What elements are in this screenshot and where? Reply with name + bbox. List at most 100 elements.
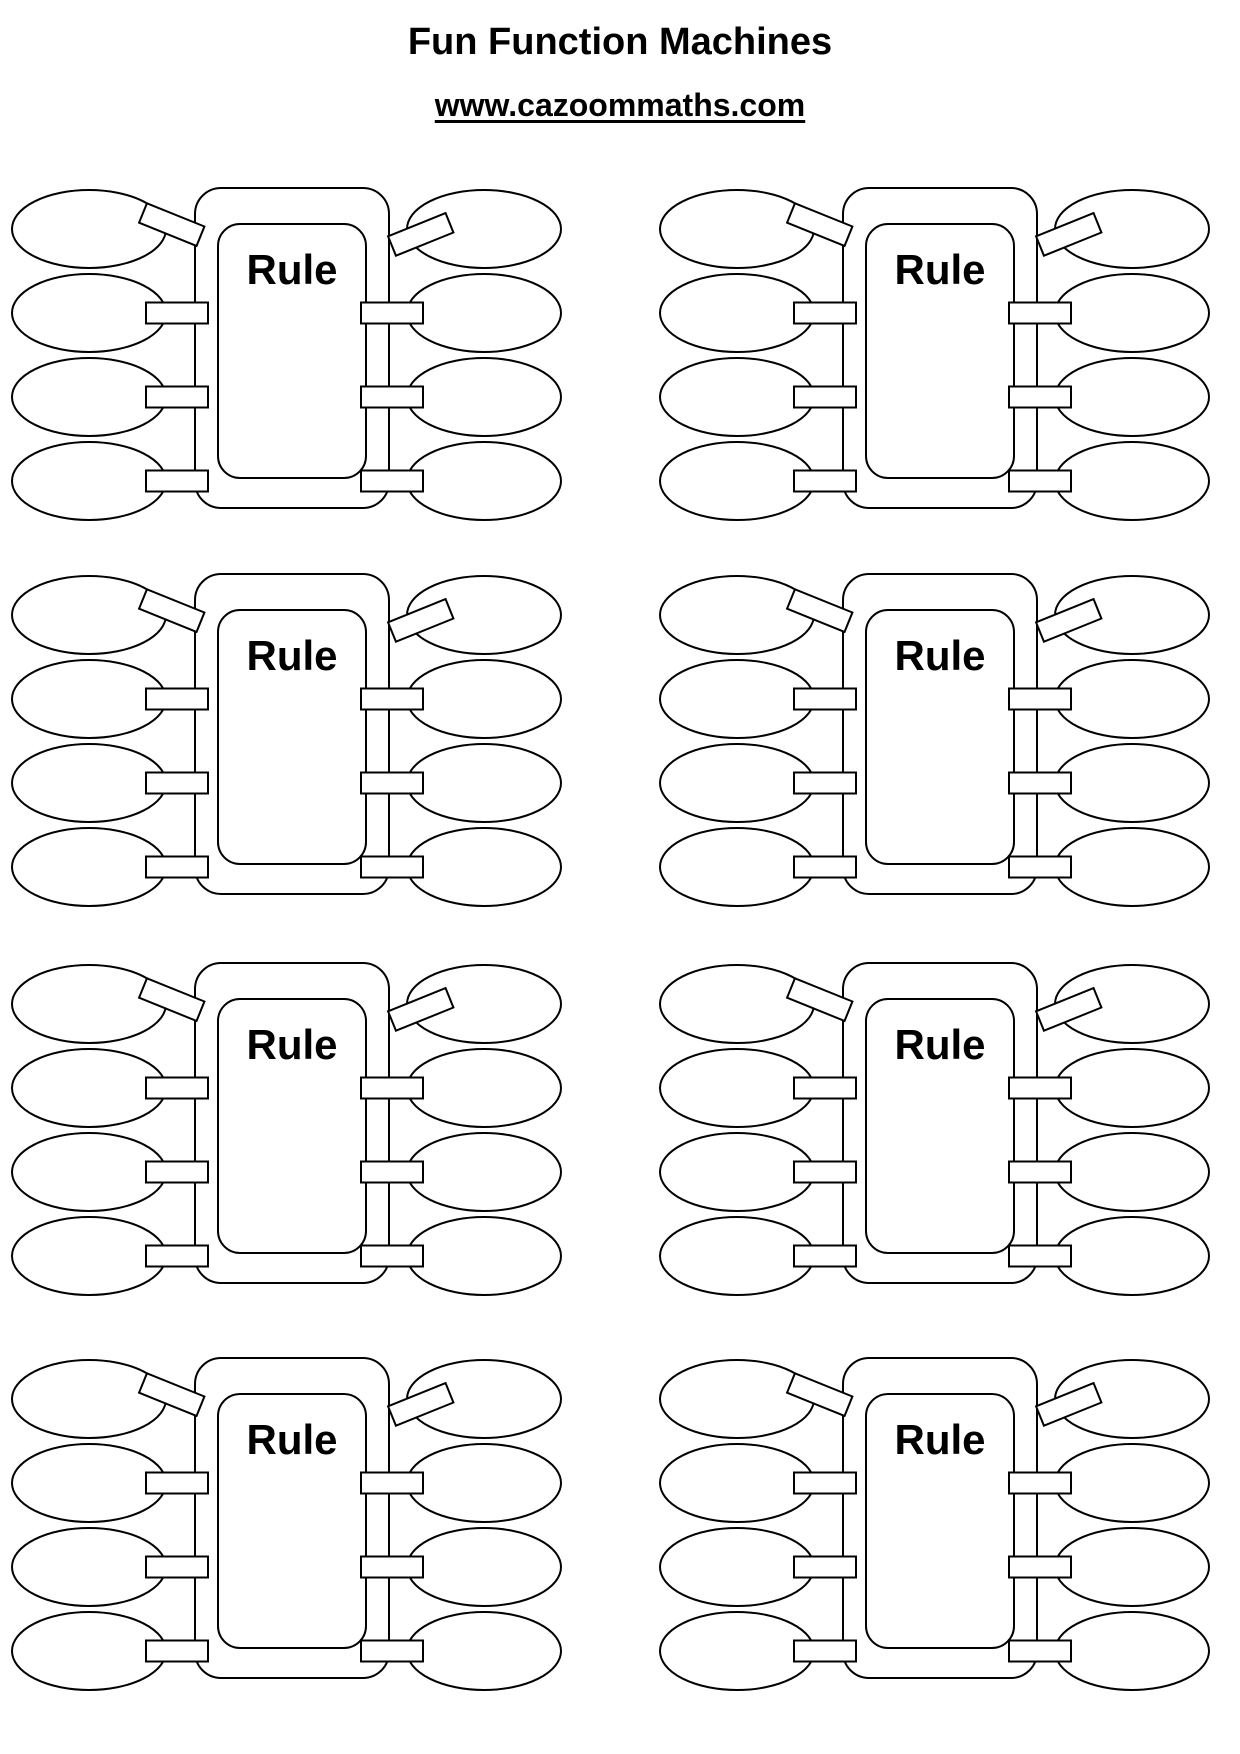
rule-label: Rule [246, 1021, 337, 1068]
input-bubble[interactable] [659, 189, 815, 269]
input-bubble[interactable] [11, 1132, 167, 1212]
output-bubble[interactable] [1054, 1216, 1210, 1296]
input-bubble[interactable] [11, 827, 167, 907]
input-bubble[interactable] [11, 575, 167, 655]
rule-label: Rule [894, 1021, 985, 1068]
output-bubble[interactable] [1054, 273, 1210, 353]
input-connector-angled [785, 976, 854, 1023]
output-bubble[interactable] [1054, 357, 1210, 437]
input-bubble[interactable] [659, 1132, 815, 1212]
input-bubble[interactable] [659, 1216, 815, 1296]
input-bubble[interactable] [659, 1359, 815, 1439]
output-bubble[interactable] [406, 357, 562, 437]
input-connector [793, 385, 857, 409]
output-bubble[interactable] [1054, 659, 1210, 739]
input-bubble[interactable] [659, 273, 815, 353]
output-connector [360, 1555, 424, 1579]
input-bubble[interactable] [11, 357, 167, 437]
input-bubble[interactable] [659, 659, 815, 739]
output-connector [1008, 1555, 1072, 1579]
input-bubble[interactable] [659, 441, 815, 521]
input-connector-angled [785, 201, 854, 248]
function-machine[interactable]: Rule [11, 961, 562, 1301]
machine-rule-panel[interactable] [217, 609, 367, 865]
output-connector [1008, 687, 1072, 711]
input-bubble[interactable] [659, 1527, 815, 1607]
input-connector [793, 1639, 857, 1663]
output-bubble[interactable] [406, 743, 562, 823]
output-bubble[interactable] [406, 1048, 562, 1128]
input-bubble[interactable] [659, 1611, 815, 1691]
input-bubble[interactable] [11, 1611, 167, 1691]
machine-rule-panel[interactable] [217, 1393, 367, 1649]
input-bubble[interactable] [11, 743, 167, 823]
input-bubble[interactable] [11, 1527, 167, 1607]
output-bubble[interactable] [1054, 827, 1210, 907]
input-connector [793, 469, 857, 493]
machine-rule-panel[interactable] [865, 609, 1015, 865]
function-machine[interactable]: Rule [11, 572, 562, 912]
machine-rule-panel[interactable] [217, 223, 367, 479]
machine-rule-panel[interactable] [217, 998, 367, 1254]
output-connector [1008, 469, 1072, 493]
input-bubble[interactable] [11, 441, 167, 521]
output-bubble[interactable] [406, 441, 562, 521]
input-bubble[interactable] [659, 964, 815, 1044]
function-machine[interactable]: Rule [659, 961, 1210, 1301]
input-connector-angled [137, 1371, 206, 1418]
output-bubble[interactable] [1054, 1527, 1210, 1607]
input-connector [145, 469, 209, 493]
input-bubble[interactable] [659, 1443, 815, 1523]
input-bubble[interactable] [659, 827, 815, 907]
input-bubble[interactable] [11, 1443, 167, 1523]
output-bubble[interactable] [1054, 1132, 1210, 1212]
machine-rule-panel[interactable] [865, 223, 1015, 479]
output-connector [360, 1244, 424, 1268]
output-bubble[interactable] [406, 1216, 562, 1296]
function-machine[interactable]: Rule [659, 572, 1210, 912]
output-bubble[interactable] [1054, 1611, 1210, 1691]
output-connector [360, 687, 424, 711]
output-bubble[interactable] [1054, 743, 1210, 823]
machine-rule-panel[interactable] [865, 1393, 1015, 1649]
input-bubble[interactable] [11, 1359, 167, 1439]
input-bubble[interactable] [659, 357, 815, 437]
input-connector [793, 687, 857, 711]
input-bubble[interactable] [659, 1048, 815, 1128]
input-connector-angled [137, 587, 206, 634]
input-bubble[interactable] [659, 575, 815, 655]
machine-rule-panel[interactable] [865, 998, 1015, 1254]
input-bubble[interactable] [11, 1048, 167, 1128]
input-bubble[interactable] [11, 964, 167, 1044]
function-machine[interactable]: Rule [659, 186, 1210, 526]
input-connector [793, 1160, 857, 1184]
input-bubble[interactable] [11, 189, 167, 269]
output-connector [1008, 301, 1072, 325]
input-bubble[interactable] [11, 659, 167, 739]
output-bubble[interactable] [1054, 441, 1210, 521]
input-bubble[interactable] [11, 273, 167, 353]
input-bubble[interactable] [11, 1216, 167, 1296]
input-bubble[interactable] [659, 743, 815, 823]
output-bubble[interactable] [406, 1132, 562, 1212]
function-machine[interactable]: Rule [659, 1356, 1210, 1696]
output-bubble[interactable] [406, 273, 562, 353]
output-connector [1008, 385, 1072, 409]
input-connector [145, 687, 209, 711]
worksheet-header: Fun Function Machines www.cazoommaths.co… [0, 0, 1240, 123]
function-machine[interactable]: Rule [11, 1356, 562, 1696]
output-bubble[interactable] [1054, 1443, 1210, 1523]
output-bubble[interactable] [1054, 1048, 1210, 1128]
input-connector [793, 301, 857, 325]
output-bubble[interactable] [406, 1611, 562, 1691]
function-machine[interactable]: Rule [11, 186, 562, 526]
output-bubble[interactable] [406, 1443, 562, 1523]
output-bubble[interactable] [406, 827, 562, 907]
output-bubble[interactable] [406, 659, 562, 739]
output-bubble[interactable] [406, 1527, 562, 1607]
rule-label: Rule [894, 632, 985, 679]
input-connector [793, 1244, 857, 1268]
input-connector [145, 771, 209, 795]
rule-label: Rule [246, 632, 337, 679]
